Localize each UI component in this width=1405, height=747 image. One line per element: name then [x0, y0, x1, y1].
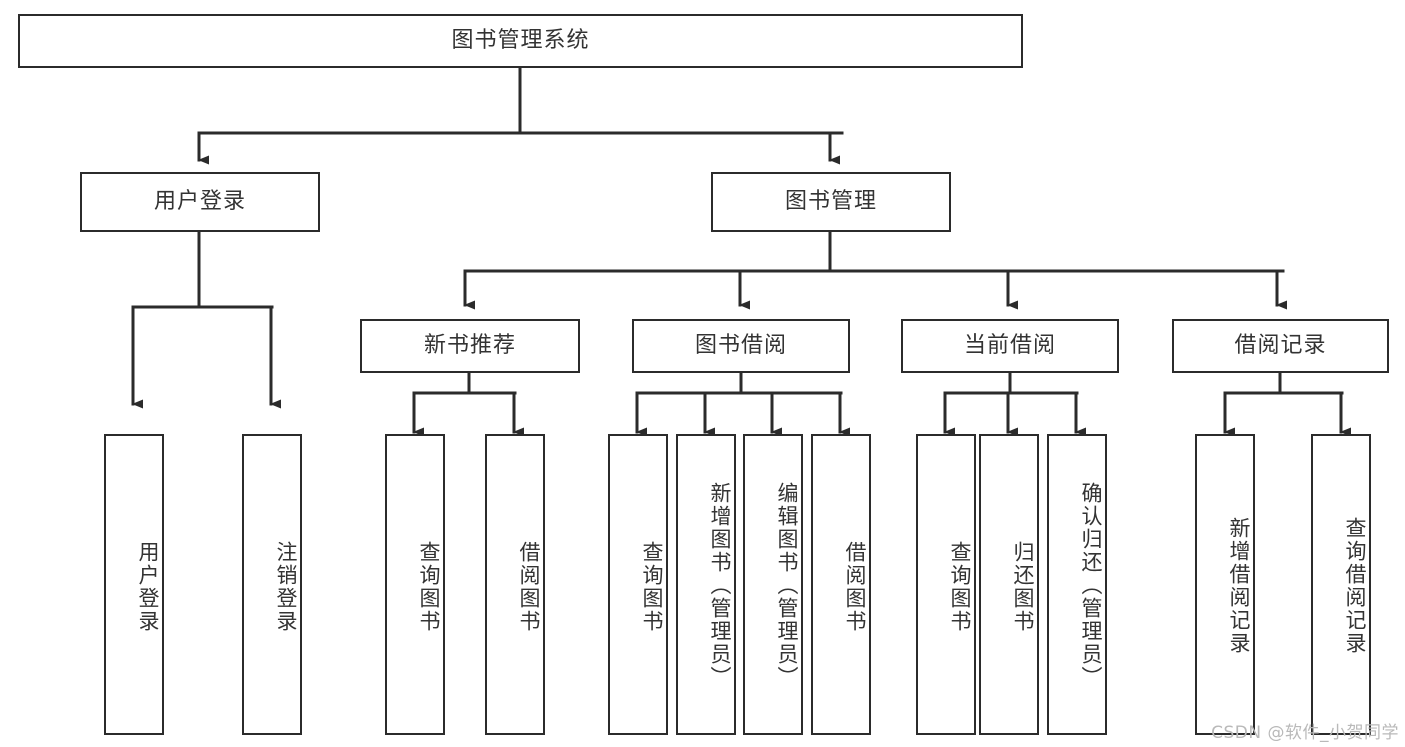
leaf-query-book-2[interactable]: 查询图书	[608, 434, 668, 735]
node-label: 图书管理	[784, 188, 877, 214]
node-user-login[interactable]: 用户登录	[80, 172, 320, 232]
leaf-logout-login[interactable]: 注销登录	[242, 434, 302, 735]
node-label: 新书推荐	[423, 332, 516, 358]
node-current-borrow[interactable]: 当前借阅	[901, 319, 1119, 373]
node-label: 图书管理系统	[451, 27, 590, 53]
node-new-book-recommend[interactable]: 新书推荐	[360, 319, 580, 373]
node-label: 新增图书（管理员）	[708, 482, 732, 689]
node-label: 用户登录	[153, 188, 246, 214]
leaf-query-book-1[interactable]: 查询图书	[385, 434, 445, 735]
node-label: 借阅图书	[843, 540, 867, 633]
node-label: 借阅图书	[517, 540, 541, 633]
node-label: 新增借阅记录	[1227, 516, 1251, 655]
leaf-borrow-book-1[interactable]: 借阅图书	[485, 434, 545, 735]
leaf-query-book-3[interactable]: 查询图书	[916, 434, 976, 735]
leaf-query-borrow-record[interactable]: 查询借阅记录	[1311, 434, 1371, 735]
node-label: 图书借阅	[694, 332, 787, 358]
node-label: 查询借阅记录	[1343, 516, 1367, 655]
node-label: 确认归还（管理员）	[1079, 482, 1103, 689]
node-label: 注销登录	[274, 540, 298, 633]
leaf-return-book[interactable]: 归还图书	[979, 434, 1039, 735]
node-label: 查询图书	[417, 540, 441, 633]
node-root-book-management-system[interactable]: 图书管理系统	[18, 14, 1023, 68]
leaf-confirm-return-admin[interactable]: 确认归还（管理员）	[1047, 434, 1107, 735]
node-label: 查询图书	[948, 540, 972, 633]
leaf-user-login[interactable]: 用户登录	[104, 434, 164, 735]
node-label: 查询图书	[640, 540, 664, 633]
node-book-manage[interactable]: 图书管理	[711, 172, 951, 232]
node-label: 当前借阅	[963, 332, 1056, 358]
leaf-add-book-admin[interactable]: 新增图书（管理员）	[676, 434, 736, 735]
node-borrow-record[interactable]: 借阅记录	[1172, 319, 1389, 373]
node-label: 归还图书	[1011, 540, 1035, 633]
node-label: 编辑图书（管理员）	[775, 482, 799, 689]
leaf-edit-book-admin[interactable]: 编辑图书（管理员）	[743, 434, 803, 735]
node-book-borrow[interactable]: 图书借阅	[632, 319, 850, 373]
leaf-borrow-book-2[interactable]: 借阅图书	[811, 434, 871, 735]
node-label: 用户登录	[136, 540, 160, 633]
node-label: 借阅记录	[1234, 332, 1327, 358]
leaf-add-borrow-record[interactable]: 新增借阅记录	[1195, 434, 1255, 735]
